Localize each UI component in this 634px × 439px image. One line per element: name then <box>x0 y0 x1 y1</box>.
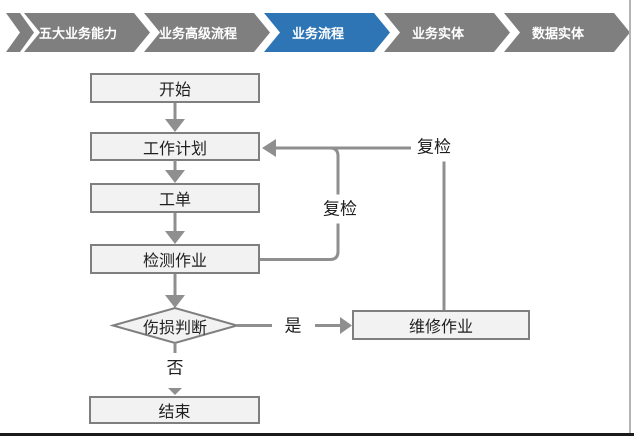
edge-label-recheck-outer: 复检 <box>411 132 457 162</box>
edge-label-recheck-inner: 复检 <box>317 194 363 224</box>
tab-data-entity[interactable]: 数据实体 <box>504 13 630 52</box>
node-repair-job: 维修作业 <box>352 310 530 340</box>
edge-start-plan-arrowhead <box>165 119 185 132</box>
edge-plan-order-arrowhead <box>165 170 185 183</box>
edge-recheck-arrowhead <box>262 139 276 157</box>
tab-business-highlevel-process[interactable]: 业务高级流程 <box>144 13 270 52</box>
slide-bottom-border <box>0 433 634 436</box>
node-end: 结束 <box>89 396 260 424</box>
edge-inspect-decision-arrowhead <box>165 295 185 308</box>
node-work-plan: 工作计划 <box>90 132 260 161</box>
edge-recheck-outer-path <box>276 146 446 310</box>
edge-decision-end-arrowhead <box>168 388 182 395</box>
node-start: 开始 <box>90 73 260 103</box>
tab-business-entity[interactable]: 业务实体 <box>384 13 510 52</box>
edge-order-inspect-arrowhead <box>165 231 185 244</box>
edge-label-no: 否 <box>160 353 190 383</box>
slide-right-border <box>629 0 631 434</box>
tab-business-process[interactable]: 业务流程 <box>264 13 390 52</box>
edge-label-yes: 是 <box>278 311 308 341</box>
node-work-order: 工单 <box>90 183 260 213</box>
node-decision-label: 伤损判断 <box>142 320 208 337</box>
edge-yes-arrowhead <box>340 317 352 334</box>
node-inspection-job: 检测作业 <box>90 244 260 274</box>
tab-business-capabilities[interactable]: 五大业务能力 <box>24 13 150 52</box>
